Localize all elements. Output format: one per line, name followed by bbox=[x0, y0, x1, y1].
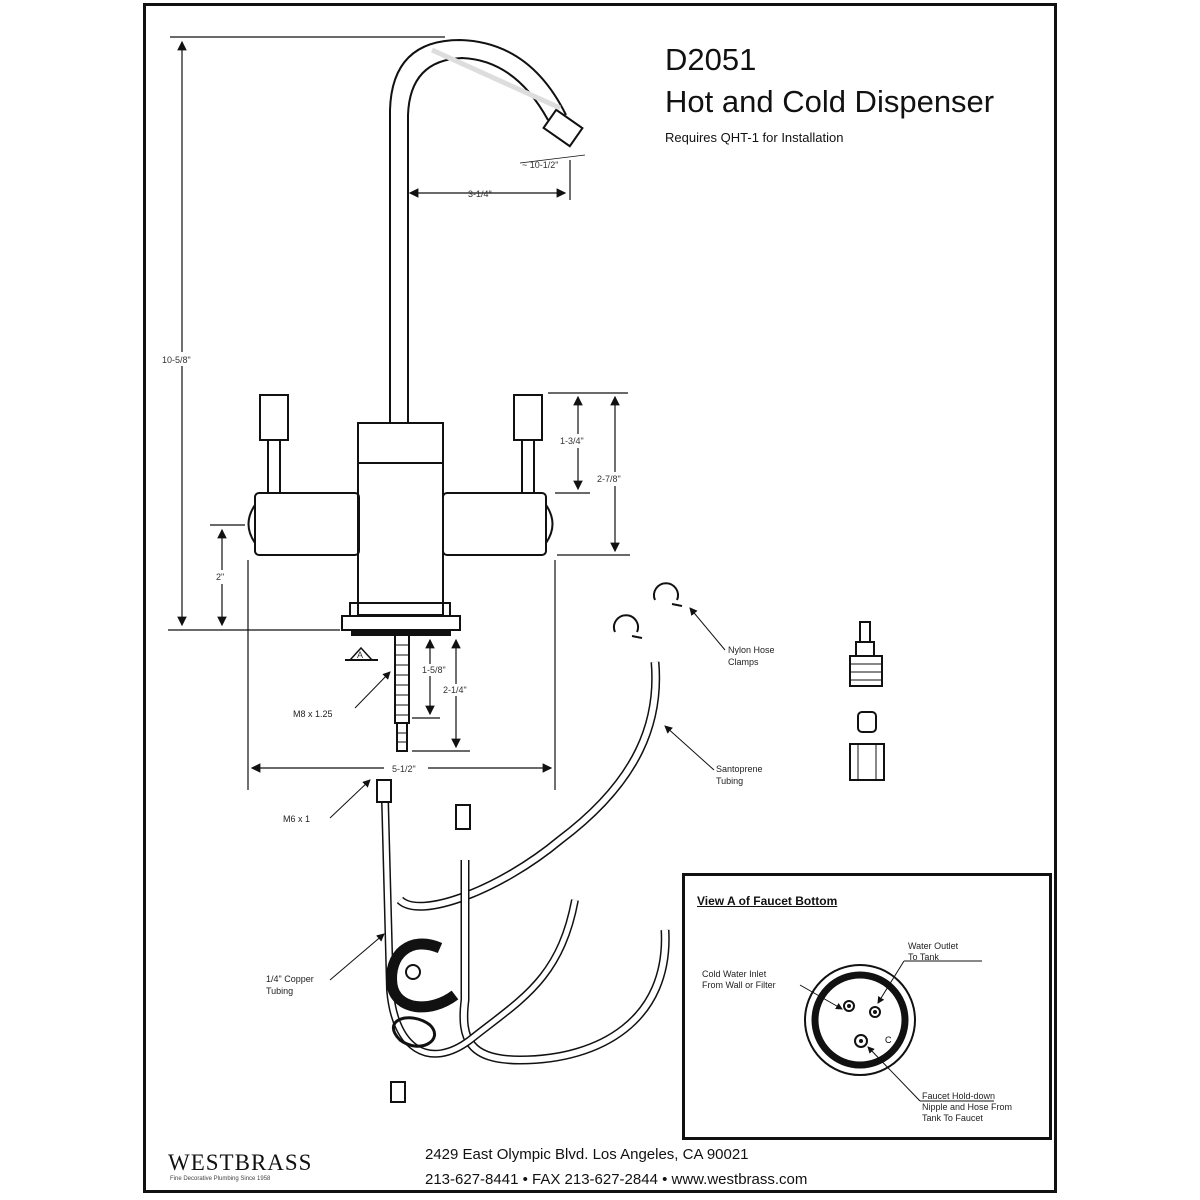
handle-top-label: 2-7/8" bbox=[597, 474, 621, 484]
fitting-body bbox=[849, 655, 883, 687]
dimension-labels: 10-5/8" 3-1/4" ~ 10-1/2" 1-3/4" 2-7/8" 2… bbox=[150, 160, 635, 775]
right-handle-stem bbox=[521, 439, 535, 494]
barb-fitting bbox=[855, 621, 875, 657]
faucet-bottom-ring bbox=[811, 971, 909, 1069]
left-handle-stem bbox=[267, 439, 281, 494]
loose-parts bbox=[376, 582, 885, 1103]
right-handle-knob bbox=[513, 394, 543, 441]
view-a-marker: A bbox=[345, 646, 378, 661]
callout-labels: M8 x 1.25 M6 x 1 Nylon Hose Clamps Santo… bbox=[266, 645, 775, 996]
shank-long-label: 2-1/4" bbox=[443, 685, 467, 695]
view-marker-label: A bbox=[357, 650, 363, 660]
view-a-panel bbox=[682, 873, 1052, 1140]
company-contact: 213-627-8441 • FAX 213-627-2844 • www.we… bbox=[425, 1171, 808, 1188]
model-number: D2051 bbox=[665, 42, 757, 77]
reach-label: 3-1/4" bbox=[468, 189, 492, 199]
outlet-port bbox=[843, 1000, 855, 1012]
callout-leaders bbox=[329, 607, 726, 981]
product-name: Hot and Cold Dispenser bbox=[665, 84, 995, 119]
m6-thread-label: M6 x 1 bbox=[283, 814, 310, 824]
wire-loop bbox=[392, 1016, 437, 1048]
hold-down-port bbox=[854, 1034, 868, 1048]
small-nut bbox=[390, 1081, 406, 1103]
tubing-label-1: Santoprene bbox=[716, 764, 763, 774]
right-arm bbox=[442, 492, 547, 556]
tubing-label-2: Tubing bbox=[716, 776, 743, 786]
shank-short-label: 1-5/8" bbox=[422, 665, 446, 675]
copper-tube bbox=[381, 799, 579, 1058]
shank-threads bbox=[395, 644, 409, 716]
threaded-shank bbox=[394, 634, 410, 724]
spout-outer bbox=[389, 38, 567, 422]
ferrule bbox=[857, 711, 877, 733]
copper-label-2: Tubing bbox=[266, 986, 293, 996]
hose-clamps-label-2: Clamps bbox=[728, 657, 759, 667]
water-outlet-label-1: Water Outlet bbox=[908, 941, 959, 951]
view-a-title: View A of Faucet Bottom bbox=[697, 894, 838, 908]
installation-requirement: Requires QHT-1 for Installation bbox=[665, 130, 844, 145]
hold-down-label-3: Tank To Faucet bbox=[922, 1113, 983, 1123]
copper-label-1: 1/4" Copper bbox=[266, 974, 314, 984]
left-arm bbox=[254, 492, 360, 556]
arm-height-label: 2" bbox=[216, 572, 224, 582]
company-address: 2429 East Olympic Blvd. Los Angeles, CA … bbox=[425, 1146, 749, 1163]
m6-fitting bbox=[376, 779, 392, 803]
dimension-lines bbox=[168, 36, 630, 790]
left-arm-cap bbox=[247, 504, 256, 544]
brand-tagline: Fine Decorative Plumbing Since 1958 bbox=[170, 1176, 271, 1182]
view-a-diagram: C Water Outlet To Tank Cold Water Inlet … bbox=[702, 941, 1012, 1123]
cold-inlet-label-1: Cold Water Inlet bbox=[702, 969, 767, 979]
hose-clamps-label-1: Nylon Hose bbox=[728, 645, 775, 655]
height-label: 10-5/8" bbox=[162, 355, 191, 365]
hold-down-label-1: Faucet Hold-down bbox=[922, 1091, 995, 1101]
left-handle-knob bbox=[259, 394, 289, 441]
hose-clamp-2 bbox=[653, 582, 683, 607]
spout-tip bbox=[542, 108, 584, 148]
spread-label: 5-1/2" bbox=[392, 764, 416, 774]
column-body bbox=[357, 462, 444, 616]
right-arm-cap bbox=[545, 504, 554, 544]
brand-logo: WESTBRASS bbox=[168, 1150, 313, 1175]
hold-down-clip bbox=[386, 938, 459, 1013]
column-flange bbox=[341, 615, 461, 631]
column-cap bbox=[357, 422, 444, 464]
cold-inlet-label-2: From Wall or Filter bbox=[702, 980, 776, 990]
compression-nut bbox=[849, 743, 885, 781]
faucet-bottom-outer bbox=[804, 964, 916, 1076]
spout-highlight bbox=[430, 47, 562, 111]
angle-label: ~ 10-1/2" bbox=[522, 160, 558, 170]
water-outlet-label-2: To Tank bbox=[908, 952, 939, 962]
hold-down-label-2: Nipple and Hose From bbox=[922, 1102, 1012, 1112]
tube-fitting bbox=[455, 804, 471, 830]
faucet-body bbox=[247, 38, 584, 752]
hose-clamp-1 bbox=[613, 614, 643, 639]
drawing-sheet-border bbox=[143, 3, 1057, 1193]
cold-inlet-port bbox=[869, 1006, 881, 1018]
shank-nipple bbox=[396, 722, 408, 752]
port-c-label: C bbox=[885, 1035, 892, 1045]
handle-height-label: 1-3/4" bbox=[560, 436, 584, 446]
tank-hose bbox=[459, 860, 670, 1065]
spout-inner bbox=[407, 56, 549, 422]
m8-thread-label: M8 x 1.25 bbox=[293, 709, 333, 719]
